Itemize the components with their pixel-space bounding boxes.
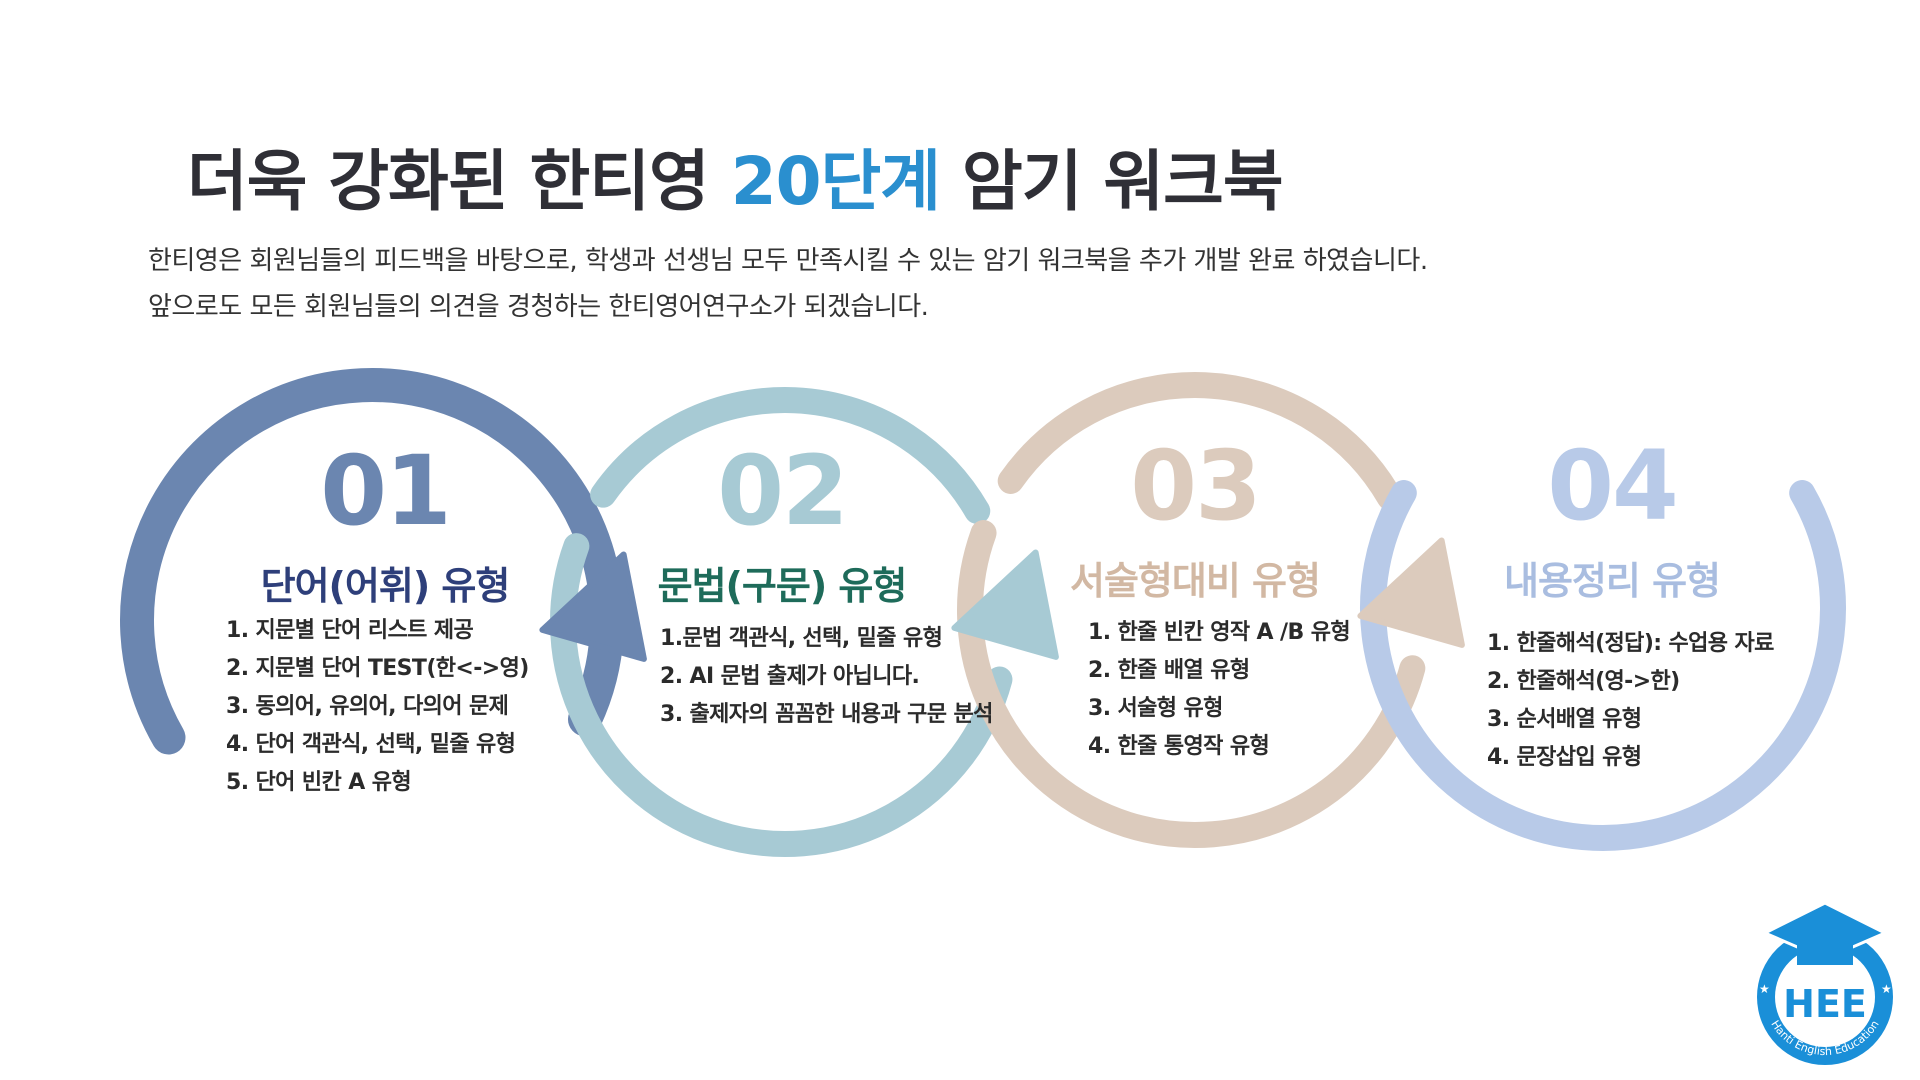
ring-2-arc-2 bbox=[590, 387, 991, 524]
step-2-number: 02 bbox=[717, 435, 849, 547]
step-4-item: 2. 한줄해석(영->한) bbox=[1487, 669, 1680, 694]
cap-base-icon bbox=[1797, 945, 1853, 965]
step-3-item: 3. 서술형 유형 bbox=[1088, 696, 1223, 721]
step-2-title: 문법(구문) 유형 bbox=[657, 564, 908, 608]
title-part-2: 암기 워크북 bbox=[940, 143, 1284, 220]
arrowhead-1-icon bbox=[539, 551, 647, 662]
step-4-list: 1. 한줄해석(정답): 수업용 자료 2. 한줄해석(영->한) 3. 순서배… bbox=[1487, 625, 1774, 777]
description-line-1: 한티영은 회원님들의 피드백을 바탕으로, 학생과 선생님 모두 만족시킬 수 … bbox=[148, 246, 1428, 276]
step-3-list: 1. 한줄 빈칸 영작 A /B 유형 2. 한줄 배열 유형 3. 서술형 유… bbox=[1088, 614, 1351, 766]
arrowhead-2-icon bbox=[951, 549, 1059, 660]
step-4-item: 3. 순서배열 유형 bbox=[1487, 707, 1642, 732]
step-2-list: 1.문법 객관식, 선택, 밑줄 유형 2. AI 문법 출제가 아닙니다. 3… bbox=[660, 620, 993, 734]
logo-star-icon: ★ bbox=[1881, 982, 1892, 996]
hee-logo: ★ ★ HEE Hanti English Education bbox=[1757, 901, 1893, 1065]
ring-3-arc-2 bbox=[997, 372, 1403, 511]
step-1-list: 1. 지문별 단어 리스트 제공 2. 지문별 단어 TEST(한<->영) 3… bbox=[226, 612, 529, 802]
ring-3-arc-1 bbox=[957, 520, 1426, 849]
title-part-1: 더욱 강화된 한티영 bbox=[187, 143, 731, 220]
logo-text: HEE bbox=[1783, 982, 1867, 1026]
step-3-title: 서술형대비 유형 bbox=[1070, 559, 1321, 603]
page-title: 더욱 강화된 한티영 20단계 암기 워크북 bbox=[187, 128, 1284, 224]
arrowhead-3-icon bbox=[1357, 537, 1465, 648]
step-4-title: 내용정리 유형 bbox=[1504, 559, 1721, 603]
step-1-item: 3. 동의어, 유의어, 다의어 문제 bbox=[226, 694, 509, 719]
step-1-item: 4. 단어 객관식, 선택, 밑줄 유형 bbox=[226, 732, 516, 757]
description-line-2: 앞으로도 모든 회원님들의 의견을 경청하는 한티영어연구소가 되겠습니다. bbox=[148, 292, 929, 322]
step-4-item: 1. 한줄해석(정답): 수업용 자료 bbox=[1487, 631, 1774, 656]
logo-inner-icon bbox=[1775, 947, 1875, 1047]
step-1-item: 1. 지문별 단어 리스트 제공 bbox=[226, 618, 474, 643]
step-4-item: 4. 문장삽입 유형 bbox=[1487, 745, 1642, 770]
title-accent: 20단계 bbox=[730, 143, 941, 220]
step-1-item: 5. 단어 빈칸 A 유형 bbox=[226, 770, 412, 795]
logo-star-icon: ★ bbox=[1759, 982, 1770, 996]
arrowheads-group bbox=[539, 537, 1465, 662]
step-4-number: 04 bbox=[1547, 430, 1679, 542]
step-3-item: 2. 한줄 배열 유형 bbox=[1088, 658, 1250, 683]
step-1-number: 01 bbox=[320, 435, 452, 547]
ring-4-arc-1 bbox=[1360, 480, 1846, 851]
step-1-item: 2. 지문별 단어 TEST(한<->영) bbox=[226, 656, 529, 681]
rings-group bbox=[120, 368, 1846, 857]
step-3-number: 03 bbox=[1130, 430, 1262, 542]
step-1-title: 단어(어휘) 유형 bbox=[260, 564, 511, 608]
ring-2-arc-1 bbox=[550, 533, 1013, 857]
step-3-item: 4. 한줄 통영작 유형 bbox=[1088, 734, 1270, 759]
step-3-item: 1. 한줄 빈칸 영작 A /B 유형 bbox=[1088, 620, 1351, 645]
step-2-item: 2. AI 문법 출제가 아닙니다. bbox=[660, 664, 920, 689]
step-2-item: 1.문법 객관식, 선택, 밑줄 유형 bbox=[660, 626, 943, 651]
step-2-item: 3. 출제자의 꼼꼼한 내용과 구문 분석 bbox=[660, 702, 993, 727]
